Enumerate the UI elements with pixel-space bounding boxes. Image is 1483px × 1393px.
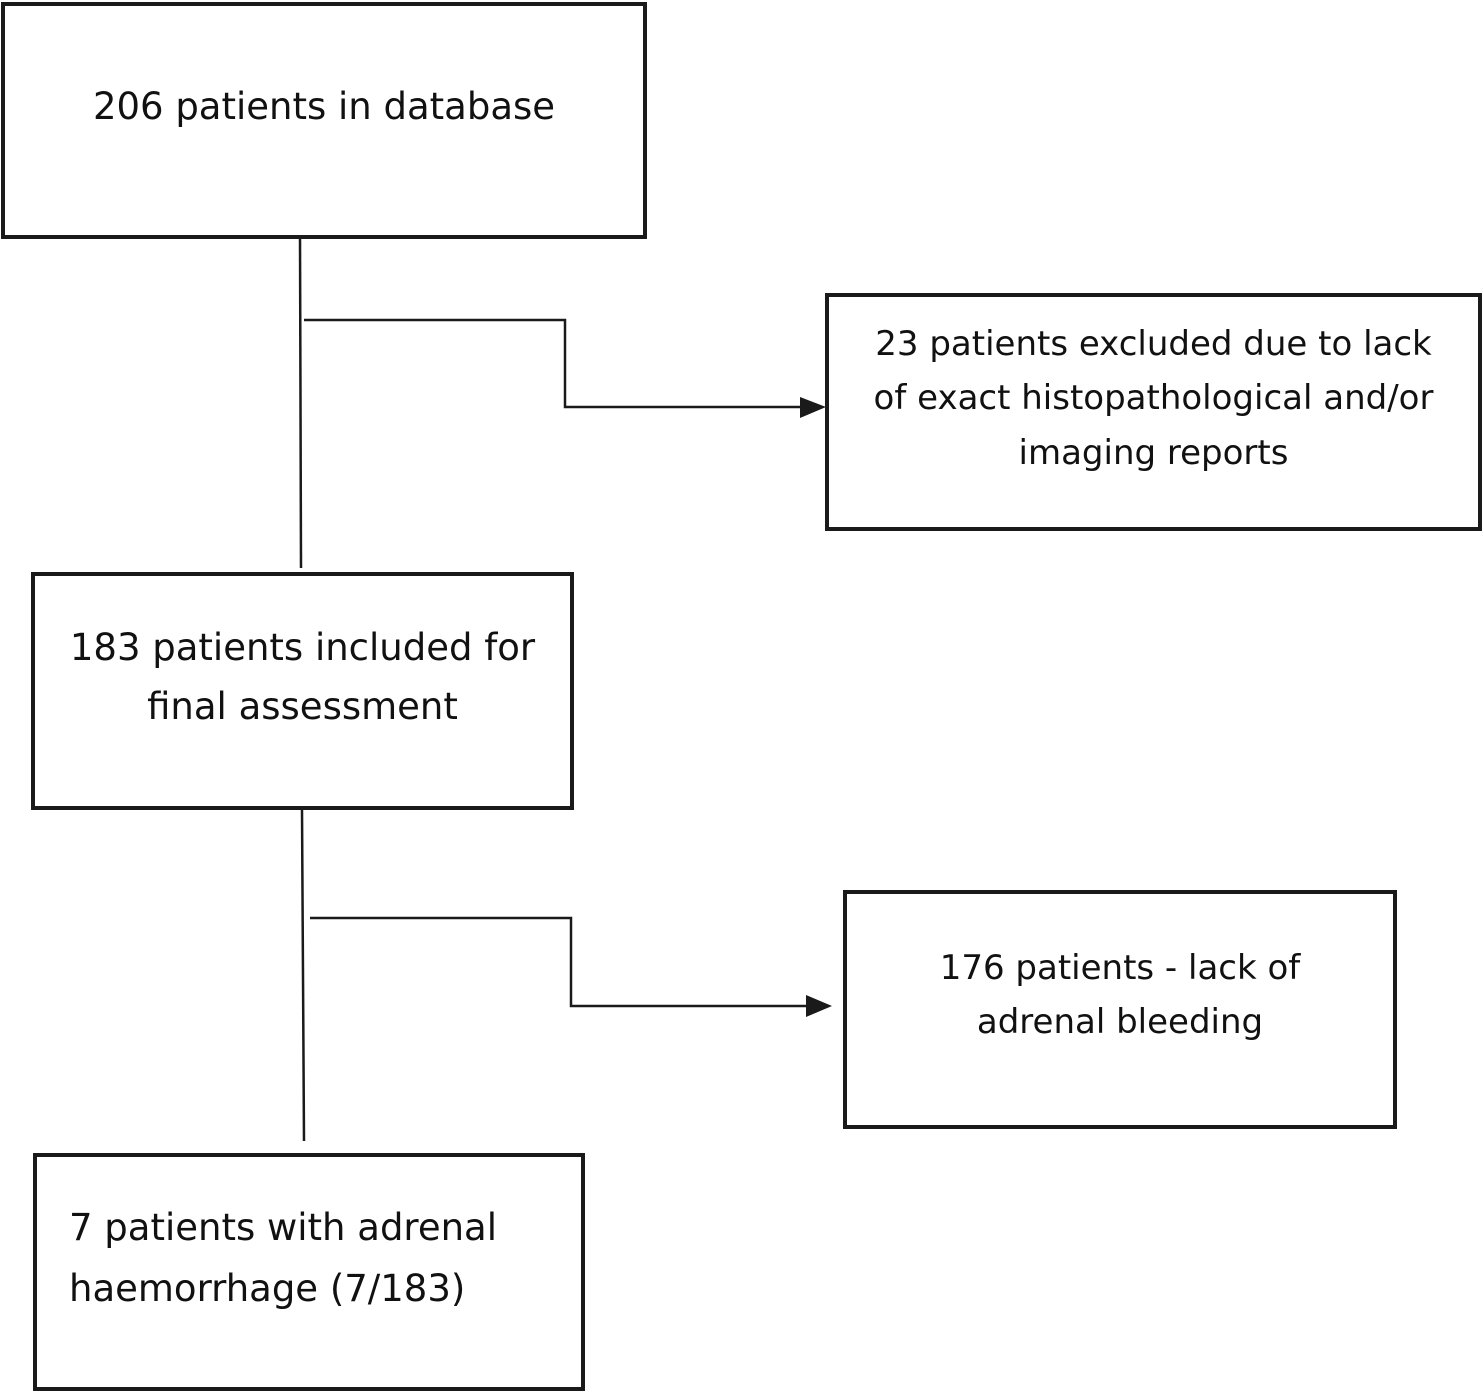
haemorrhage-box-text: 7 patients with adrenal haemorrhage (7/1… — [69, 1206, 497, 1311]
database-box: 206 patients in database — [1, 2, 647, 239]
connector-database-to-included — [298, 235, 303, 569]
no-bleeding-box: 176 patients - lack of adrenal bleeding — [843, 890, 1397, 1129]
connector-included-to-haemorrhage — [300, 809, 306, 1142]
arrowhead-no-bleeding — [806, 995, 832, 1017]
included-box: 183 patients included for final assessme… — [31, 572, 574, 810]
excluded-box-text: 23 patients excluded due to lack of exac… — [873, 324, 1434, 473]
no-bleeding-box-text: 176 patients - lack of adrenal bleeding — [939, 948, 1301, 1043]
connector-to-no-bleeding — [310, 916, 808, 1008]
database-box-text: 206 patients in database — [92, 85, 556, 128]
excluded-box: 23 patients excluded due to lack of exac… — [825, 293, 1482, 531]
connector-to-excluded — [304, 318, 802, 409]
arrowhead-excluded — [800, 397, 826, 418]
haemorrhage-box: 7 patients with adrenal haemorrhage (7/1… — [33, 1153, 585, 1391]
included-box-text: 183 patients included for final assessme… — [69, 626, 536, 729]
